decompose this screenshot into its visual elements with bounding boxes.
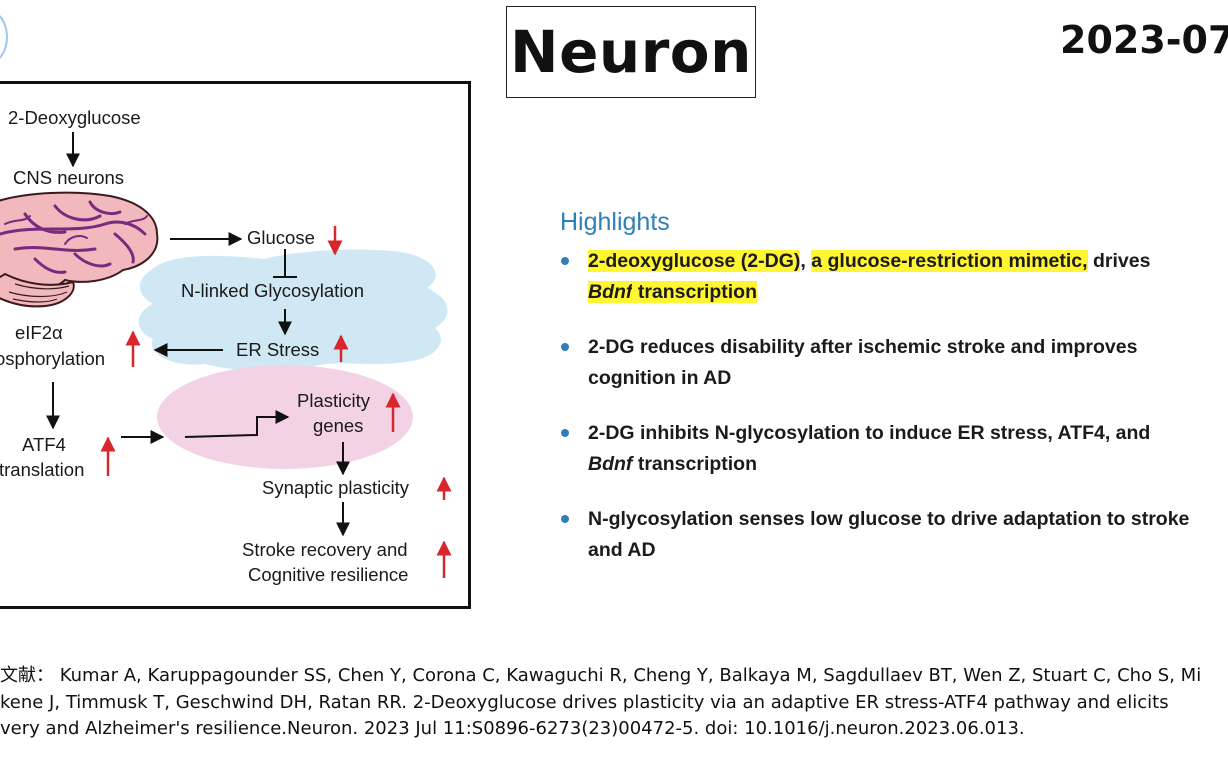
highlights-title: Highlights [560,208,670,236]
er-membrane-cloud [138,249,448,372]
brain-icon [0,191,159,308]
journal-title: Neuron [510,18,752,86]
label-er-stress: ER Stress [236,339,320,360]
label-n-linked-glycosylation: N-linked Glycosylation [181,280,365,301]
graphical-abstract: 2-Deoxyglucose CNS neurons Glucose N-lin… [0,81,471,609]
highlight-item: N-glycosylation senses low glucose to dr… [559,504,1219,590]
gene-promoter-arrow [184,410,290,438]
highlight-text: 2-DG inhibits N-glycosylation to induce … [588,422,1151,475]
reference-line: 文献： Kumar A, Karuppagounder SS, Chen Y, … [0,665,1202,686]
label-synaptic-plasticity: Synaptic plasticity [262,477,410,498]
graphical-abstract-diagram [0,132,452,578]
highlight-item: 2-DG inhibits N-glycosylation to induce … [559,418,1219,504]
highlight-text: 2-DG reduces disability after ischemic s… [588,336,1138,389]
label-eif2a: eIF2α [15,322,63,343]
label-atf4: ATF4 [22,434,66,455]
bullet-icon [561,257,569,265]
label-phosphorylation: osphorylation [0,348,106,369]
reference-line: very and Alzheimer's resilience.Neuron. … [0,718,1025,739]
logo-icon [0,10,8,64]
label-cognitive-resilience: Cognitive resilience [248,564,409,585]
journal-title-box: Neuron [506,6,756,98]
highlight-text: 2-deoxyglucose (2-DG), a glucose-restric… [588,250,1151,303]
label-genes: genes [313,415,364,436]
highlights-list: 2-deoxyglucose (2-DG), a glucose-restric… [559,246,1219,590]
label-glucose: Glucose [247,227,315,248]
highlight-item: 2-DG reduces disability after ischemic s… [559,332,1219,418]
highlight-text: N-glycosylation senses low glucose to dr… [588,508,1190,561]
reference-citation: 文献： Kumar A, Karuppagounder SS, Chen Y, … [0,663,1228,743]
bullet-icon [561,515,569,523]
label-2-deoxyglucose: 2-Deoxyglucose [8,107,141,128]
highlight-item: 2-deoxyglucose (2-DG), a glucose-restric… [559,246,1219,332]
reference-line: kene J, Timmusk T, Geschwind DH, Ratan R… [0,691,1169,713]
label-cns-neurons: CNS neurons [13,167,125,188]
label-stroke-recovery: Stroke recovery and [242,539,408,560]
label-plasticity: Plasticity [297,390,370,411]
bullet-icon [561,343,569,351]
bullet-icon [561,429,569,437]
label-translation: translation [0,459,85,480]
publication-date: 2023-07- [1060,18,1228,62]
